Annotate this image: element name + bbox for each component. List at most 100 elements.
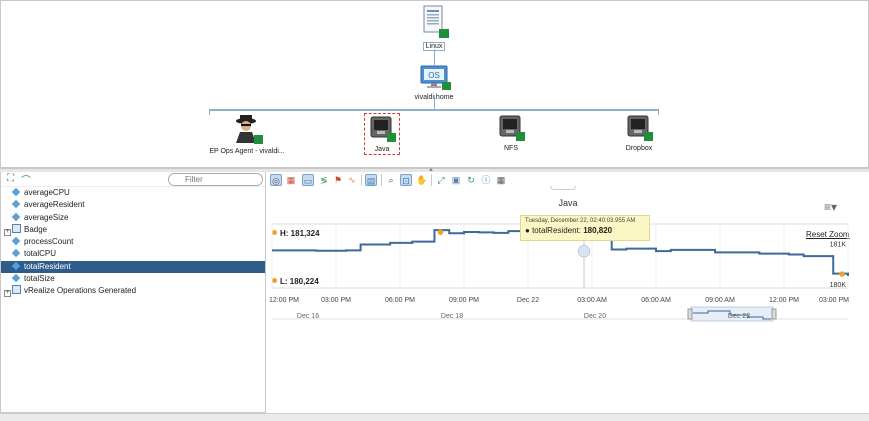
os-node[interactable]: OS vivaldi.home [407, 65, 461, 101]
panel-splitter[interactable]: ▲ [0, 167, 869, 173]
high-marker [437, 229, 444, 235]
dropbox-service-icon [627, 115, 653, 141]
nfs-service-icon [499, 115, 525, 141]
expand-all-icon[interactable]: ⛶ [7, 173, 14, 184]
low-marker [839, 271, 845, 277]
tree-item[interactable]: totalSize [1, 273, 265, 285]
tree-item[interactable]: averageResident [1, 199, 265, 211]
navigator-tick-label: Dec 22 [728, 313, 750, 320]
x-tick-label: 06:00 PM [385, 297, 415, 304]
navigator-tick-label: Dec 18 [441, 313, 463, 320]
calendar-icon[interactable]: ▦ [496, 175, 506, 185]
x-tick-label: 12:00 PM [269, 297, 299, 304]
tree-item[interactable]: + Badge [1, 223, 265, 236]
info-icon[interactable]: ⓘ [481, 175, 491, 185]
x-tick-label: Dec 22 [517, 297, 539, 304]
navigator-line [693, 310, 771, 320]
compare-icon[interactable]: ◎ [270, 174, 282, 186]
divider [361, 174, 362, 186]
low-label: L: 180,224 [272, 277, 319, 286]
chart-toolbar: ◎ ▦ ▭ ≶ ⚑ ∿ ▤ ⌕ ⊡ ✋ ⤢ ▣ ↻ ⓘ ▦ [268, 173, 869, 188]
expand-icon[interactable]: + [4, 290, 11, 298]
tree-item-label: processCount [24, 237, 74, 247]
x-tick-label: 12:00 PM [769, 297, 799, 304]
x-tick-label: 09:00 PM [449, 297, 479, 304]
metric-icon [11, 261, 21, 271]
chart-title: Java [558, 198, 578, 208]
trend-icon[interactable]: ≶ [320, 175, 328, 185]
linux-node[interactable]: Linux [414, 5, 454, 51]
tree-item-label: averageResident [24, 200, 85, 210]
reset-zoom-link[interactable]: Reset Zoom [806, 230, 850, 239]
chart-menu-icon[interactable]: ≡▾ [824, 200, 838, 214]
tree-item-label: vRealize Operations Generated [24, 286, 137, 296]
navigator-handle-left[interactable] [687, 308, 693, 320]
expand-icon[interactable]: + [4, 228, 11, 236]
java-node[interactable]: Java [364, 113, 400, 155]
tooltip-value: 180,820 [583, 226, 613, 235]
tree-item-label: averageCPU [24, 188, 70, 197]
group-icon [12, 285, 21, 295]
high-label: H: 181,324 [272, 229, 320, 238]
metric-icon [11, 273, 21, 283]
pan-icon[interactable]: ✋ [416, 175, 428, 185]
metric-icon [11, 212, 21, 221]
tree-item-label: Badge [24, 224, 48, 234]
metric-icon [11, 236, 21, 246]
hover-point[interactable] [577, 244, 591, 258]
collapse-up-icon[interactable]: ▲ [428, 167, 434, 173]
events-icon[interactable]: ⚑ [333, 175, 343, 185]
dropbox-node[interactable]: Dropbox [619, 114, 659, 152]
metric-tree-pane: ⛶ ⌒ 🔍 averageCPU averageResident averageSi… [0, 172, 266, 413]
navigator-tick-label: Dec 20 [584, 313, 606, 320]
zoom-select-icon[interactable]: ⊡ [400, 174, 412, 186]
filter-input[interactable] [168, 173, 263, 186]
tree-item[interactable]: + vRealize Operations Generated [1, 285, 265, 298]
linux-label: Linux [422, 42, 446, 51]
agent-node[interactable]: EP Ops Agent - vivaldi... [207, 113, 287, 155]
connector [434, 49, 435, 65]
tree-item[interactable]: processCount [1, 236, 265, 248]
agent-icon [236, 115, 263, 144]
dropbox-label: Dropbox [625, 145, 653, 152]
metric-icon [11, 249, 21, 258]
tree-toolbar: ⛶ ⌒ 🔍 [1, 172, 265, 187]
tooltip-time: Tuesday, December 22, 02:40:03.955 AM [525, 218, 636, 224]
metric-tree: averageCPU averageResident averageSize + Bad… [1, 187, 265, 298]
nfs-label: NFS [504, 145, 518, 152]
tree-item[interactable]: totalResident [1, 260, 265, 274]
divider [431, 174, 432, 186]
chart-collapse-tab[interactable] [550, 186, 576, 190]
java-service-icon [370, 116, 396, 142]
chart-view-icon[interactable]: ▭ [302, 174, 314, 186]
group-icon [12, 223, 21, 233]
chart-pane: ◎ ▦ ▭ ≶ ⚑ ∿ ▤ ⌕ ⊡ ✋ ⤢ ▣ ↻ ⓘ ▦ Java ≡▾ Re… [268, 172, 869, 413]
stacked-icon[interactable]: ▤ [365, 174, 377, 186]
x-tick-label: 03:00 AM [577, 297, 607, 304]
nfs-node[interactable]: NFS [493, 114, 529, 152]
status-bar [0, 413, 869, 421]
tooltip-series: totalResident: [532, 226, 584, 235]
y-tick-label: 181K [830, 242, 847, 249]
fit-icon[interactable]: ⤢ [437, 175, 445, 185]
refresh-icon[interactable]: ↻ [467, 175, 475, 185]
chart-tooltip: Tuesday, December 22, 02:40:03.955 AM ● … [520, 215, 650, 241]
line-icon[interactable]: ∿ [348, 175, 356, 185]
topology-panel: Linux OS vivaldi.home EP Ops Agent - viv… [0, 0, 869, 168]
zoom-icon[interactable]: ⌕ [388, 175, 394, 185]
tree-item[interactable]: averageSize [1, 212, 265, 224]
signal-icon[interactable]: ⌒ [21, 176, 31, 187]
bar-chart-icon[interactable]: ▦ [286, 175, 296, 185]
low-value: L: 180,224 [280, 277, 319, 286]
java-label: Java [374, 146, 390, 153]
tree-item[interactable]: averageCPU [1, 187, 265, 199]
tree-item-label: totalCPU [24, 249, 57, 259]
agent-label: EP Ops Agent - vivaldi... [209, 148, 285, 155]
monitor-icon: OS [420, 65, 451, 90]
divider [381, 174, 382, 186]
navigator-handle-right[interactable] [771, 308, 777, 320]
snapshot-icon[interactable]: ▣ [451, 175, 461, 185]
tree-item[interactable]: totalCPU [1, 248, 265, 260]
metric-icon [11, 187, 21, 197]
